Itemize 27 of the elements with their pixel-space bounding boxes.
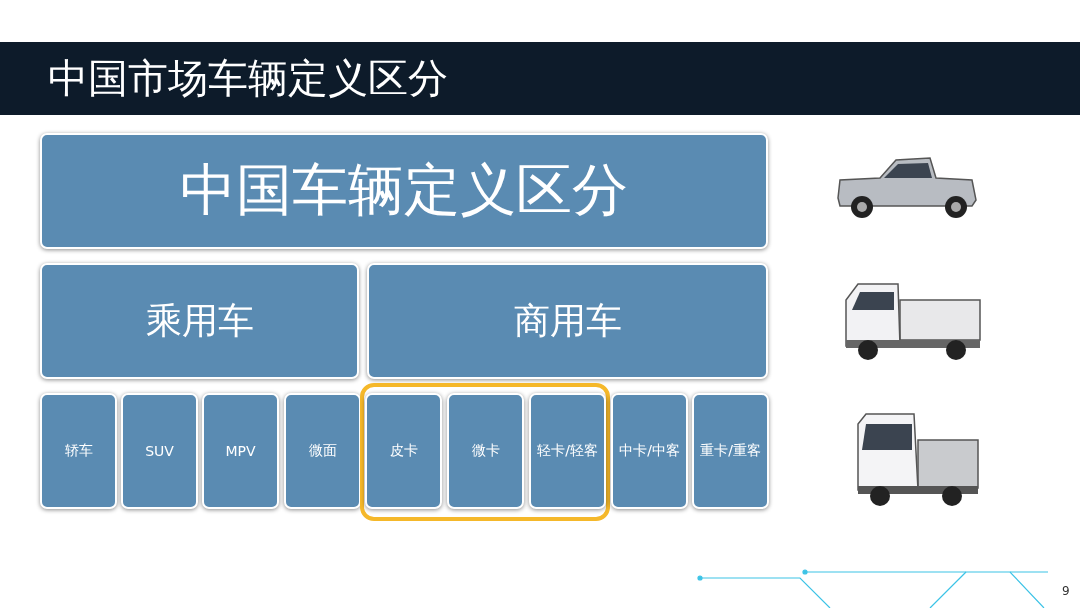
- vehicle-type-box: [202, 393, 279, 509]
- page-number: 9: [1062, 584, 1070, 598]
- box-label: 皮卡: [389, 442, 418, 460]
- highlight-frame: [360, 383, 610, 521]
- box-label: 商用车: [513, 298, 622, 343]
- vehicle-type-box: [40, 393, 117, 509]
- category-box: [40, 263, 359, 379]
- vehicle-type-box: [447, 393, 524, 509]
- vehicle-type-box: [692, 393, 769, 509]
- box-label: 中国车辆定义区分: [180, 156, 628, 224]
- box-label: 微卡: [471, 442, 500, 460]
- box-label: SUV: [145, 443, 174, 459]
- category-box: [40, 133, 768, 249]
- vehicle-type-box: [611, 393, 688, 509]
- vehicle-type-box: [365, 393, 442, 509]
- box-label: MPV: [225, 443, 256, 459]
- vehicle-type-box: [284, 393, 361, 509]
- box-label: 轿车: [64, 442, 93, 460]
- vehicle-type-box: [121, 393, 198, 509]
- box-label: 中卡/中客: [619, 442, 680, 460]
- box-label: 重卡/重客: [700, 442, 761, 460]
- vehicle-type-box: [529, 393, 606, 509]
- category-box: [367, 263, 768, 379]
- box-label: 微面: [308, 442, 337, 460]
- box-label: 轻卡/轻客: [537, 442, 598, 460]
- box-label: 乘用车: [145, 298, 254, 343]
- title: 中国市场车辆定义区分: [48, 54, 448, 103]
